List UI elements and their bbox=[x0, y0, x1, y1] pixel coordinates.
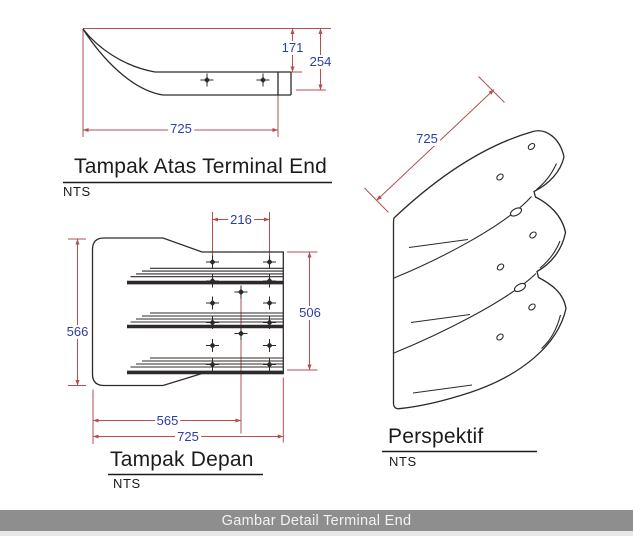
bolt-holes bbox=[496, 142, 537, 341]
cad-drawing-canvas bbox=[63, 28, 567, 476]
bolt-symbol bbox=[200, 73, 214, 87]
perspective-view-scale-note: NTS bbox=[389, 453, 417, 469]
dim-565: 565 bbox=[154, 412, 181, 428]
bolt-symbol bbox=[256, 73, 270, 87]
top-view-title: Tampak Atas Terminal End bbox=[74, 155, 328, 178]
dim-171: 171 bbox=[279, 40, 306, 55]
dim-725-top: 725 bbox=[168, 121, 194, 136]
top-view-drawing bbox=[63, 28, 332, 184]
caption-text: Gambar Detail Terminal End bbox=[221, 512, 412, 529]
front-view-title: Tampak Depan bbox=[110, 448, 254, 471]
dim-566: 566 bbox=[64, 324, 91, 339]
dim-725-front: 725 bbox=[175, 428, 201, 444]
dim-254: 254 bbox=[307, 53, 334, 69]
front-view-drawing bbox=[68, 212, 318, 476]
dim-506: 506 bbox=[297, 305, 323, 320]
caption-bar: Gambar Detail Terminal End bbox=[0, 510, 633, 531]
perspective-view-title: Perspektif bbox=[388, 425, 484, 448]
dim-725-perspective: 725 bbox=[414, 131, 440, 146]
perspective-view-drawing bbox=[364, 76, 567, 453]
top-view-scale-note: NTS bbox=[63, 184, 91, 199]
bottom-strip bbox=[0, 531, 633, 536]
dim-216: 216 bbox=[228, 212, 254, 227]
front-view-scale-note: NTS bbox=[113, 475, 141, 491]
